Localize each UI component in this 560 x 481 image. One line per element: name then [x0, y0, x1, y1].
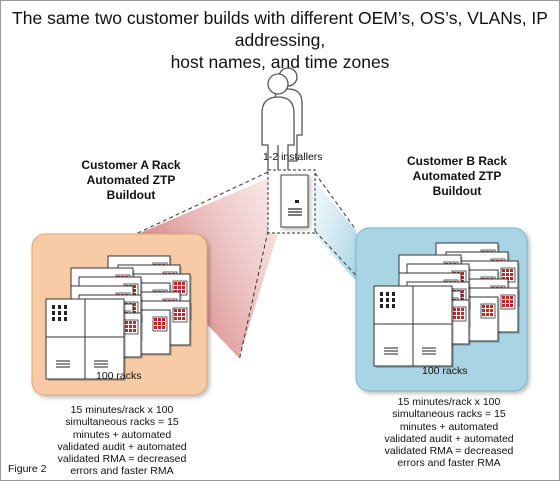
connector-b-bottom: [314, 230, 377, 298]
rack-b-heading-line-1: Customer B Rack: [406, 154, 508, 168]
description-line: validated RMA = decreased: [57, 453, 187, 466]
description-line: errors and faster RMA: [397, 457, 501, 470]
page-title: The same two customer builds with differ…: [1, 7, 559, 73]
description-line: simultaneous racks = 15: [392, 408, 506, 421]
rack-b-heading: Customer B Rack Automated ZTP Buildout: [382, 154, 532, 199]
description-line: validated RMA = decreased: [384, 445, 514, 458]
title-line-2: host names, and time zones: [170, 52, 390, 72]
rack-a-heading-line-1: Customer A Rack: [81, 158, 181, 172]
rack-b-heading-line-2: Automated ZTP: [412, 169, 502, 183]
description-line: 15 minutes/rack x 100: [397, 396, 501, 408]
description-line: simultaneous racks = 15: [65, 416, 179, 429]
rack-a-count: 100 racks: [96, 370, 142, 382]
description-line: validated audit + automated: [384, 432, 514, 445]
title-line-1: The same two customer builds with differ…: [12, 8, 548, 50]
description-line: minutes + automated: [72, 428, 172, 441]
description-line: validated audit + automated: [57, 440, 187, 453]
description-line: errors and faster RMA: [70, 465, 174, 478]
rack-b-heading-line-3: Buildout: [432, 184, 482, 198]
people-icon: [261, 67, 303, 172]
connector-a-top: [124, 171, 269, 240]
installers-label: 1-2 installers: [263, 151, 323, 163]
description-line: minutes + automated: [399, 420, 499, 433]
figure-label: Figure 2: [8, 463, 47, 475]
rack-a-heading-line-2: Automated ZTP: [86, 173, 176, 187]
connector-a-bottom: [238, 230, 269, 362]
rack-a-heading: Customer A Rack Automated ZTP Buildout: [56, 158, 206, 203]
rack-a-heading-line-3: Buildout: [106, 188, 156, 202]
rack-b-count: 100 racks: [422, 365, 468, 377]
description-line: 15 minutes/rack x 100: [70, 404, 174, 416]
server-rack-icon: [45, 255, 192, 381]
server-rack-icon: [373, 242, 520, 368]
connector-b-top: [314, 172, 357, 231]
device-icon: [267, 169, 316, 234]
